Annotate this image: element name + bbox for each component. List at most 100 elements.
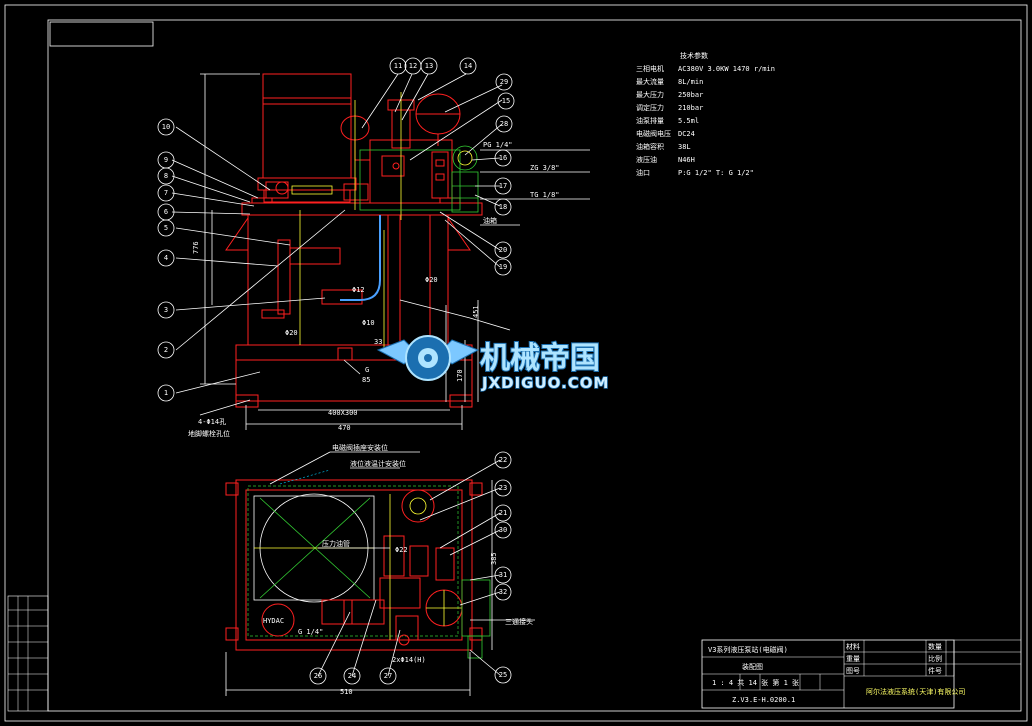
spec-label: 液压油: [636, 155, 657, 164]
port-label-tg: TG 1/8": [530, 191, 560, 199]
title-drawing: 装配图: [742, 662, 763, 671]
title-cell: 图号: [846, 667, 860, 675]
balloon-label: 31: [499, 571, 507, 579]
left-strip: [7, 595, 49, 712]
plan-label-b: 液位液温计安装位: [350, 459, 406, 468]
hydac-label: HYDAC: [263, 617, 284, 625]
dim-width: 470: [338, 424, 351, 432]
front-elevation: [171, 73, 590, 430]
balloon-label: 24: [348, 672, 356, 680]
balloon-label: 2: [164, 346, 168, 354]
title-company: 阿尔法液压系统(天津)有限公司: [866, 687, 965, 696]
balloon-label: 4: [164, 254, 168, 262]
plan-view: [225, 451, 535, 696]
balloons-plan-bottom: 26 24 27: [309, 667, 397, 685]
port-label-pg: PG 1/4": [483, 141, 513, 149]
dim-right-height: 451: [472, 305, 480, 318]
balloon-label: 22: [499, 456, 507, 464]
corner-box: [49, 21, 154, 47]
dim-base-span: 400X300: [328, 409, 358, 417]
balloon-label: 20: [499, 246, 507, 254]
dim-170: 170: [456, 369, 464, 382]
dim-d10: Φ10: [362, 319, 375, 327]
dim-d20a: Φ20: [285, 329, 298, 337]
spec-label: 调定压力: [636, 103, 664, 112]
title-cell: 比例: [928, 654, 942, 663]
spec-value: AC380V 3.0KW 1470 r/min: [678, 65, 775, 73]
spec-label: 电磁阀电压: [636, 129, 671, 138]
balloon-label: 1: [164, 389, 168, 397]
dim-d12: Φ12: [352, 286, 365, 294]
spec-value: 250bar: [678, 91, 703, 99]
balloon-label: 27: [384, 672, 392, 680]
spec-value: N46H: [678, 156, 695, 164]
title-cell: 材料: [846, 642, 860, 651]
balloon-label: 12: [409, 62, 417, 70]
dim-plan-width: 510: [340, 688, 353, 696]
spec-label: 油泵排量: [636, 116, 664, 125]
spec-title: 技术参数: [680, 51, 708, 60]
title-cell: 数量: [928, 642, 942, 651]
port-label-zg: ZG 3/8": [530, 164, 560, 172]
balloon-label: 8: [164, 172, 168, 180]
spec-value: P:G 1/2" T: G 1/2": [678, 169, 754, 177]
plan-g14: G 1/4": [298, 628, 323, 636]
title-cell: 件号: [928, 666, 942, 675]
dim-bolts: 4-Φ14孔: [198, 418, 226, 426]
balloon-label: 19: [499, 263, 507, 271]
balloon-label: 26: [314, 672, 322, 680]
watermark-cn: 机械帝国: [480, 341, 600, 376]
plan-label-a: 电磁阀插座安装位: [332, 443, 388, 452]
dim-85: 85: [362, 376, 370, 384]
balloon-label: 17: [499, 182, 507, 190]
outer-frame: [4, 4, 1028, 722]
dim-plan-h: 385: [490, 552, 498, 565]
balloon-label: 16: [499, 154, 507, 162]
spec-label: 油箱容积: [636, 142, 664, 151]
balloons-top: 11 12 13 14: [389, 57, 477, 75]
spec-label: 最大流量: [636, 77, 664, 86]
dim-33: 33: [374, 338, 382, 346]
title-name: V3系列液压泵站(电磁阀): [708, 645, 788, 654]
balloon-label: 6: [164, 208, 168, 216]
balloon-label: 14: [464, 62, 472, 70]
balloon-label: 3: [164, 306, 168, 314]
title-block: V3系列液压泵站(电磁阀) 装配图 1 : 4 共 14 张 第 1 张 Z.V…: [701, 639, 1021, 709]
port-label-tank: 油箱: [483, 216, 497, 225]
dim-height: 776: [192, 241, 200, 254]
watermark-en: JXDIGUO.COM: [481, 374, 609, 392]
balloon-label: 10: [162, 123, 170, 131]
balloon-label: 11: [394, 62, 402, 70]
spec-value: 210bar: [678, 104, 703, 112]
balloon-label: 5: [164, 224, 168, 232]
dim-bolts-note: 地脚螺栓孔位: [188, 429, 230, 438]
balloon-label: 32: [499, 588, 507, 596]
spec-value: DC24: [678, 130, 695, 138]
dim-plan-d22: Φ22: [395, 546, 408, 554]
spec-label: 油口: [636, 168, 650, 177]
balloon-label: 28: [500, 120, 508, 128]
balloon-label: 23: [499, 484, 507, 492]
watermark-logo: [376, 335, 480, 381]
title-code: Z.V3.E-H.0200.1: [732, 696, 795, 704]
spec-label: 最大压力: [636, 90, 664, 99]
dim-d20b: Φ20: [425, 276, 438, 284]
spec-value: 5.5ml: [678, 117, 699, 125]
balloons-right: 29 15 28 16 17 18 20 19: [494, 73, 515, 276]
spec-label: 三相电机: [636, 64, 664, 73]
spec-value: 8L/min: [678, 78, 703, 86]
balloon-label: 7: [164, 189, 168, 197]
balloon-label: 13: [425, 62, 433, 70]
balloons-plan-right: 22 23 21 30 31 32 25: [494, 451, 512, 684]
title-scale: 1 : 4 共 14 张 第 1 张: [712, 678, 799, 687]
plan-label-c: 压力油管: [322, 539, 350, 548]
front-labels: PG 1/4" ZG 3/8" TG 1/8" 油箱 G 776 470 400…: [188, 141, 560, 438]
plan-labels: 电磁阀插座安装位 液位液温计安装位 压力油管 HYDAC G 1/4" 510 …: [263, 443, 533, 696]
balloon-label: 29: [500, 78, 508, 86]
balloon-label: 18: [499, 203, 507, 211]
inner-frame: [47, 19, 1022, 712]
balloons-left: 10 9 8 7 6 5 4 3 2 1: [157, 118, 175, 402]
balloon-label: 25: [499, 671, 507, 679]
spec-value: 38L: [678, 143, 691, 151]
